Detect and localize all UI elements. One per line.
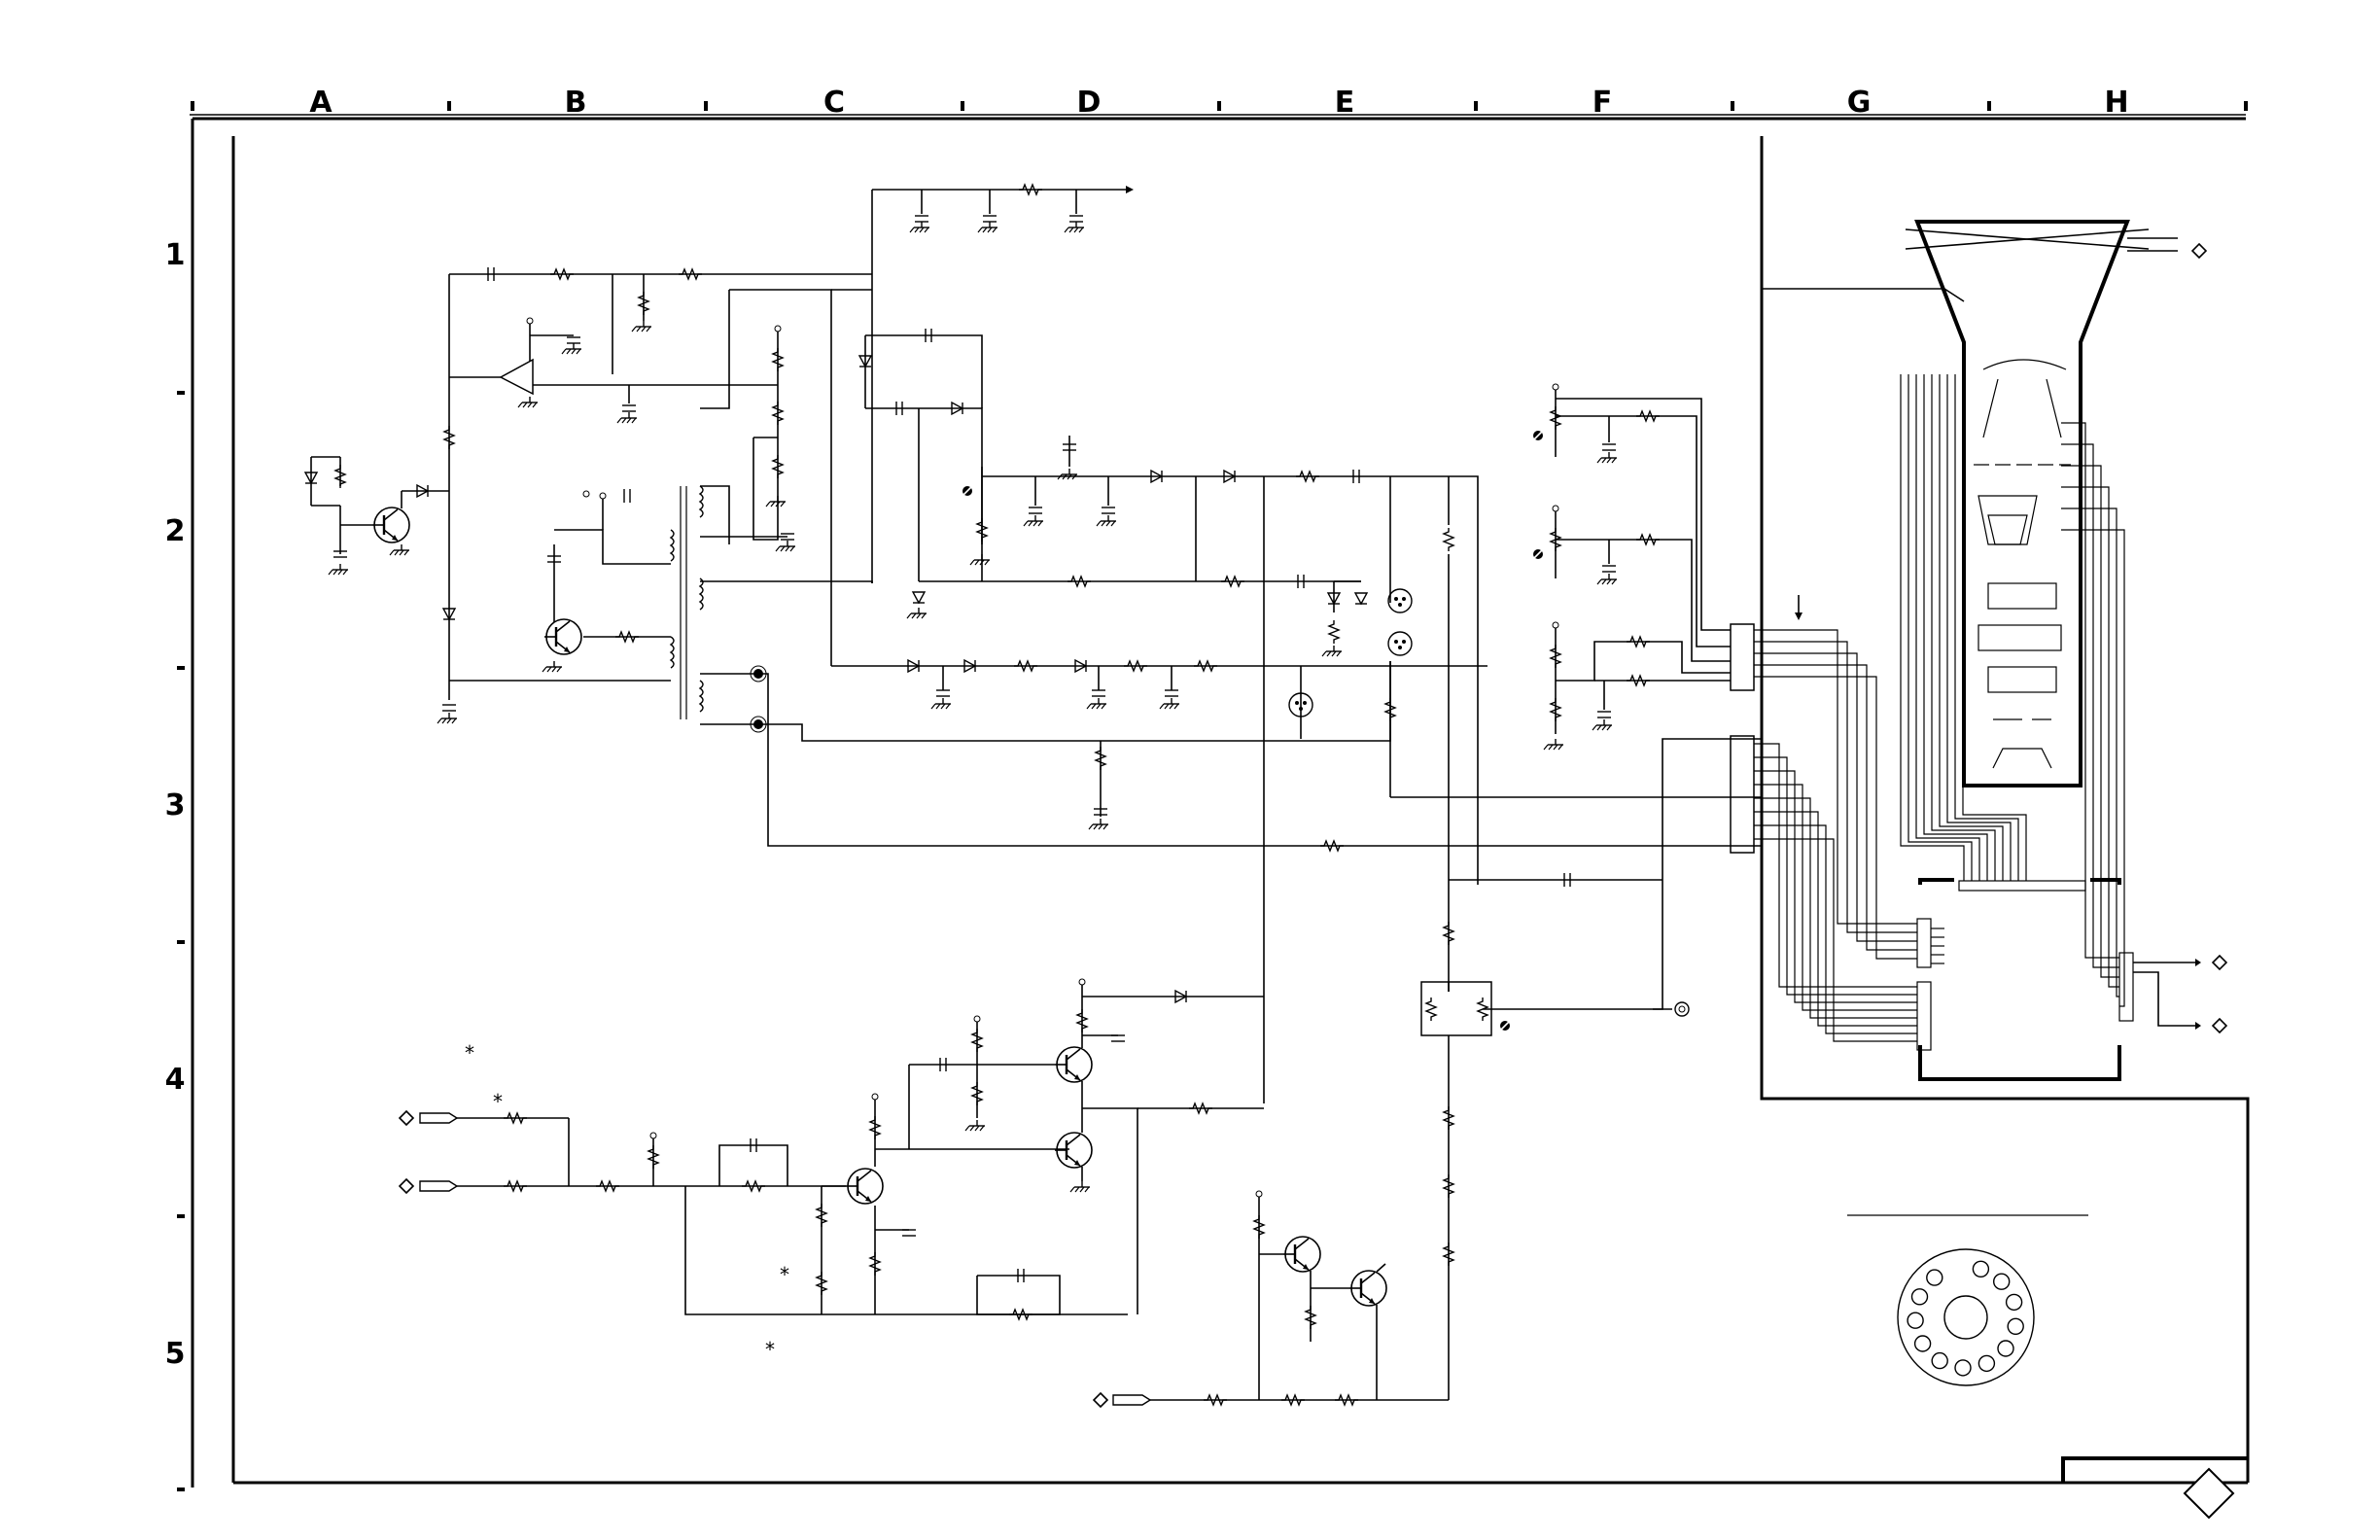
ruler-tick: [961, 101, 964, 111]
row-label-1: 1: [165, 238, 186, 272]
socket-pin: [1915, 1336, 1931, 1351]
socket-pin: [1908, 1312, 1923, 1328]
drawing-border: [233, 136, 2248, 1483]
column-label-c: C: [823, 86, 845, 120]
harness-wire: [1754, 771, 1917, 1002]
harness-wire: [1754, 642, 1917, 932]
column-ruler: A B C D E F G H: [190, 86, 2248, 120]
column-label-h: H: [2104, 86, 2128, 120]
ruler-tick: [1731, 101, 1734, 111]
ruler-tick: [447, 101, 451, 111]
asterisk-note-4: *: [765, 1338, 775, 1361]
ruler-tick: [1474, 101, 1478, 111]
ruler-tick: [191, 101, 194, 111]
column-label-b: B: [565, 86, 587, 120]
asterisk-note-3: *: [780, 1263, 789, 1286]
column-label-f: F: [1592, 86, 1613, 120]
row-label-5: 5: [165, 1337, 186, 1371]
ruler-tick: [2244, 101, 2248, 111]
socket-pin: [2008, 1318, 2023, 1334]
harness-wire: [1754, 653, 1917, 941]
video-input-circuit: [400, 979, 1264, 1319]
socket-pin: [1912, 1289, 1928, 1305]
row-label-4: 4: [165, 1063, 186, 1097]
asterisk-note-1: *: [465, 1041, 474, 1065]
harness-wire: [1754, 630, 1917, 924]
socket-pin: [2007, 1294, 2022, 1310]
harness-wire: [1963, 374, 2026, 881]
annotation-markers: * * * *: [465, 1041, 789, 1361]
column-label-a: A: [309, 86, 332, 120]
harness-wire: [1754, 839, 1917, 1041]
harness-wire: [2061, 423, 2119, 958]
harness-wire: [1754, 665, 1917, 950]
ruler-tick: [1217, 101, 1221, 111]
column-label-d: D: [1077, 86, 1102, 120]
column-label-e: E: [1335, 86, 1355, 120]
column-label-g: G: [1847, 86, 1872, 120]
socket-pin: [1973, 1261, 1988, 1277]
ruler-tick: [1987, 101, 1991, 111]
ruler-tick: [704, 101, 708, 111]
harness-wire: [1754, 812, 1917, 1026]
deflection-circuit: [305, 185, 1762, 1103]
socket-pin: [1932, 1353, 1947, 1369]
harness-wire: [1940, 374, 2003, 881]
harness-wire: [1754, 798, 1917, 1018]
socket-pin: [1994, 1274, 2010, 1289]
asterisk-note-2: *: [493, 1090, 503, 1113]
socket-pin: [1978, 1355, 1994, 1371]
harness-wire: [1754, 677, 1917, 959]
crt-harness: [1533, 222, 2233, 1518]
harness-wire: [2061, 508, 2119, 997]
socket-pin: [1998, 1341, 2013, 1356]
harness-wire: [2061, 444, 2119, 967]
harness-wire: [1754, 785, 1917, 1010]
harness-wire: [2061, 466, 2119, 977]
harness-wire: [2061, 487, 2119, 987]
socket-pin: [1955, 1360, 1971, 1376]
row-label-3: 3: [165, 788, 186, 822]
vertical-output-circuit: [1094, 739, 1762, 1407]
row-label-2: 2: [165, 514, 186, 548]
socket-pin: [1927, 1270, 1942, 1285]
